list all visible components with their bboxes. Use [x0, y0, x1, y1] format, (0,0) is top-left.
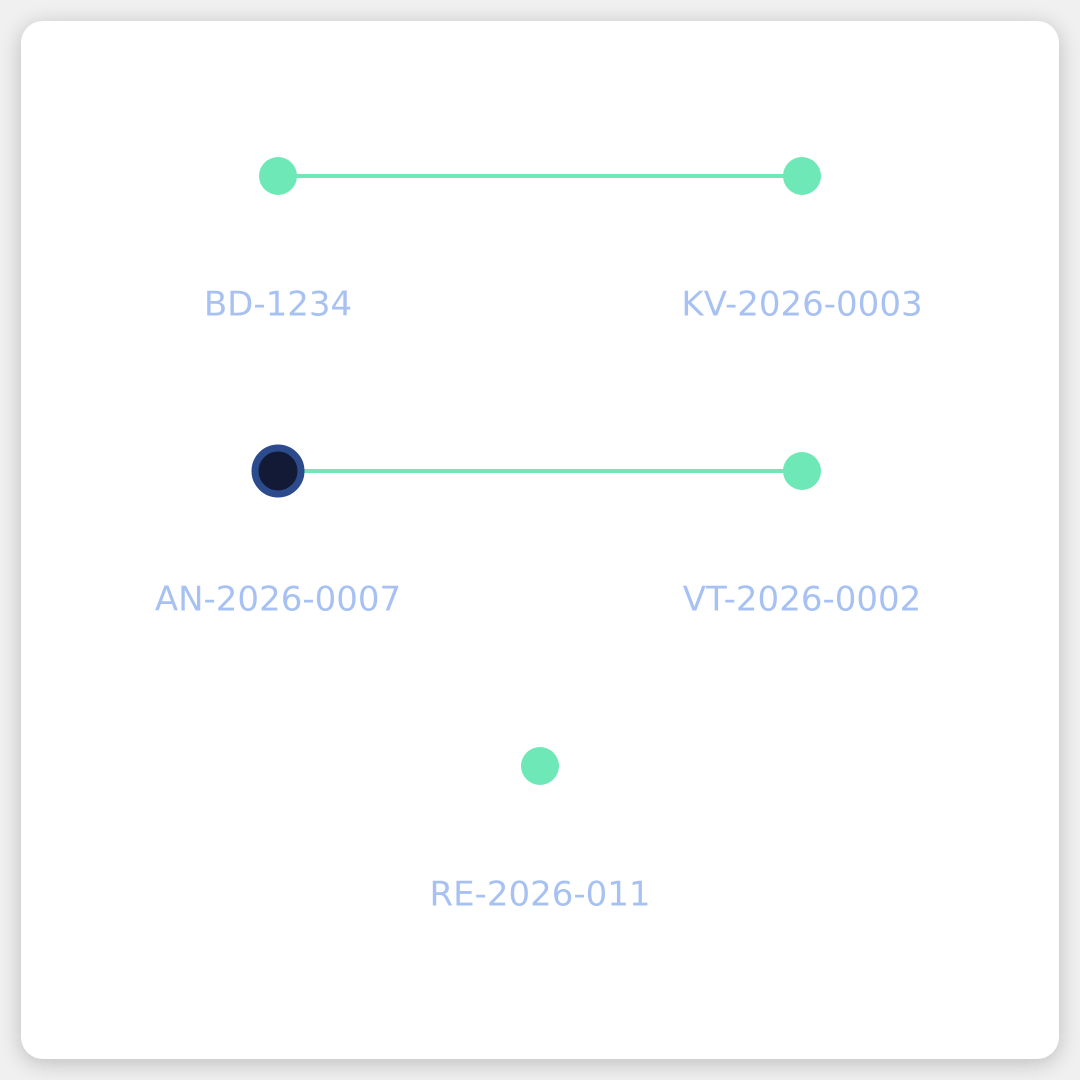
nodes-layer	[251, 157, 821, 785]
node-label-an-2026-0007: AN-2026-0007	[155, 580, 401, 620]
edges-layer	[278, 174, 802, 473]
node-vt-2026-0002[interactable]	[783, 452, 821, 490]
diagram-card	[21, 21, 1059, 1059]
node-label-vt-2026-0002: VT-2026-0002	[683, 580, 922, 620]
node-re-2026-011[interactable]	[521, 747, 559, 785]
node-bd-1234[interactable]	[259, 157, 297, 195]
node-label-kv-2026-0003: KV-2026-0003	[681, 285, 922, 325]
node-label-re-2026-011: RE-2026-011	[429, 875, 650, 915]
node-kv-2026-0003[interactable]	[783, 157, 821, 195]
labels-layer: BD-1234 KV-2026-0003 AN-2026-0007 VT-202…	[155, 285, 923, 915]
node-label-bd-1234: BD-1234	[204, 285, 352, 325]
node-an-2026-0007-selected[interactable]	[251, 444, 305, 498]
